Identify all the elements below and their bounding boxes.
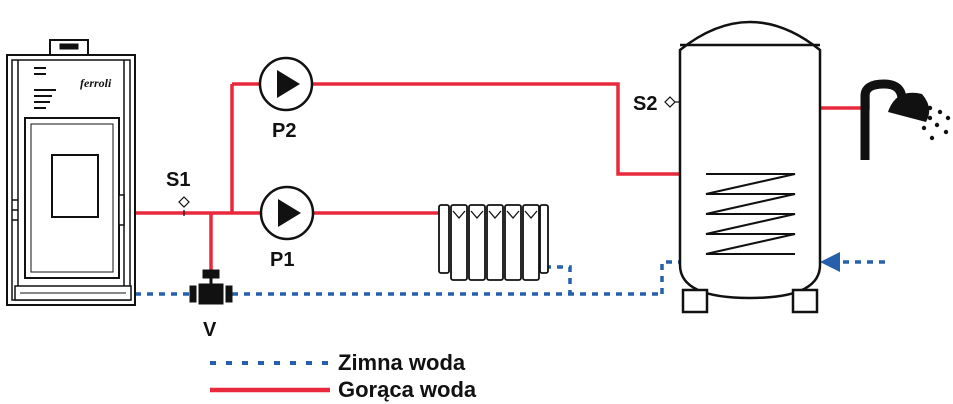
- legend: Zimna woda Gorąca woda: [210, 350, 477, 402]
- pump-label-p1: P1: [270, 249, 294, 271]
- arrow-icon: [820, 252, 840, 272]
- pump-icon: [259, 185, 315, 241]
- radiator-icon: [438, 204, 549, 281]
- valve-icon: [189, 269, 233, 305]
- boiler-logo: ferroli: [80, 76, 112, 90]
- sensor-icon: [178, 196, 190, 216]
- pump-icon: [258, 56, 314, 112]
- sensor-label-s2: S2: [633, 93, 657, 115]
- tank-icon: [678, 20, 822, 314]
- hot-pipe-to-tank: [312, 82, 706, 176]
- hot-water-pipes: [135, 82, 870, 276]
- pump-label-p2: P2: [272, 120, 296, 142]
- tank-coil: [705, 173, 796, 255]
- cold-pipe-radiator-outlet: [545, 265, 572, 294]
- sensor-label-s1: S1: [166, 169, 190, 191]
- boiler-icon: [6, 39, 136, 306]
- valve-label-v: V: [203, 319, 217, 341]
- legend-cold-label: Zimna woda: [338, 350, 466, 375]
- shower-icon: [860, 79, 951, 160]
- legend-hot-label: Gorąca woda: [338, 377, 477, 402]
